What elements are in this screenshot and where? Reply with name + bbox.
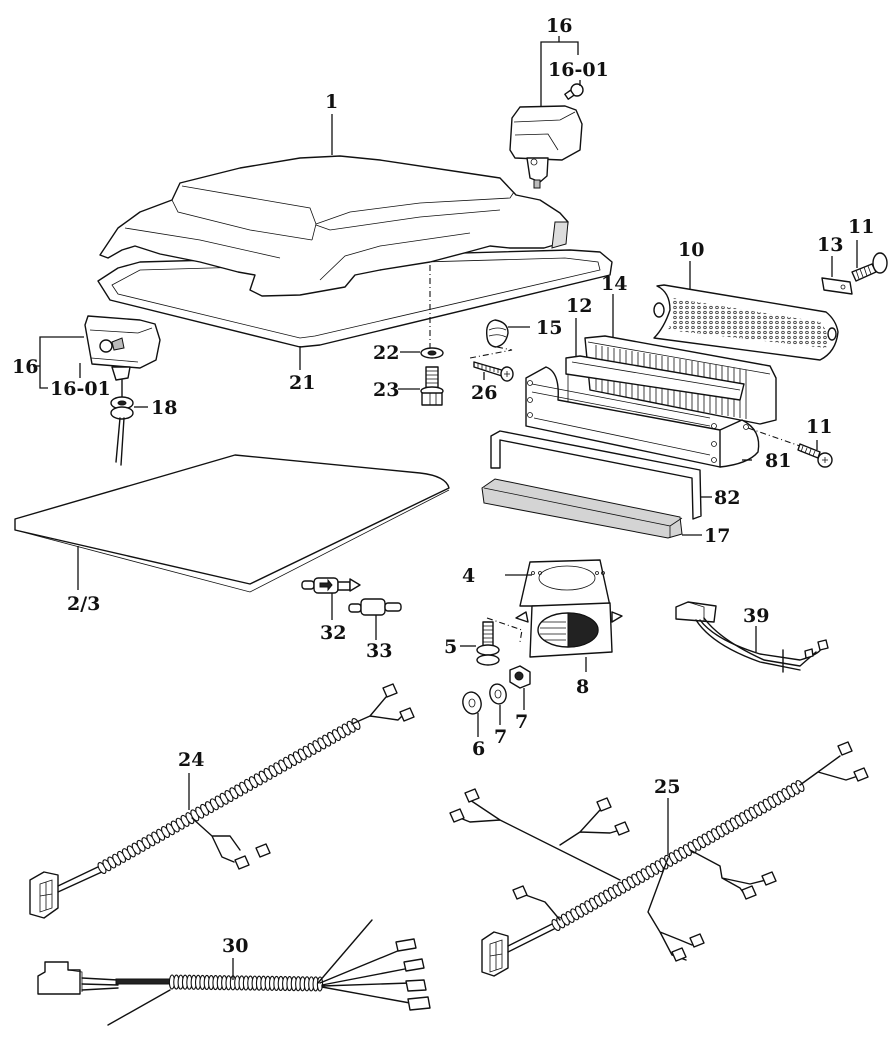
headliner-panel-17	[14, 454, 450, 593]
label-81: 82	[714, 487, 740, 509]
check-valve-32	[301, 577, 361, 594]
bolt-8	[476, 621, 500, 666]
label-33: 33	[366, 640, 392, 662]
speaker-housing-2-3	[515, 559, 623, 623]
label-13: 13	[817, 234, 843, 256]
label-21: 21	[289, 372, 315, 394]
label-17: 2/3	[67, 593, 100, 615]
clip-13	[821, 277, 853, 295]
wiring-harness-30	[37, 919, 431, 1026]
sleeve-segment	[795, 780, 805, 792]
perforated-filter-cover	[653, 284, 839, 361]
work-lamp-top	[509, 105, 583, 189]
label-39: 39	[743, 605, 769, 627]
screw-26	[473, 361, 514, 382]
screw-11-top	[851, 252, 888, 282]
label-16-01-left: 16-01	[50, 378, 111, 400]
label-25: 25	[654, 776, 680, 798]
label-30: 30	[222, 935, 248, 957]
label-7: 7	[515, 711, 528, 733]
filter-frame-12	[565, 355, 745, 404]
spring-washer-6	[489, 683, 507, 705]
connector-33	[348, 598, 402, 616]
label-8: 5	[444, 636, 457, 658]
roof-shell	[99, 155, 569, 297]
speaker-4	[529, 602, 613, 658]
bolt-23	[420, 366, 444, 406]
label-10: 10	[678, 239, 704, 261]
wiring-lead-39	[675, 601, 829, 673]
label-11-right: 11	[806, 416, 832, 438]
sleeve-segment	[316, 976, 324, 992]
label-22: 22	[373, 342, 399, 364]
flat-washer-5	[462, 691, 482, 715]
label-15: 15	[536, 317, 562, 339]
label-2-3: 4	[462, 565, 475, 587]
label-1: 1	[325, 91, 338, 113]
label-14: 14	[601, 273, 627, 295]
nut-7	[509, 665, 531, 689]
screw-11-right	[797, 443, 833, 468]
label-32: 32	[320, 622, 346, 644]
foam-strip-82	[481, 478, 683, 539]
label-16-01-top: 16-01	[548, 59, 609, 81]
lamp-bulb-top	[564, 83, 584, 100]
label-24: 24	[178, 749, 204, 771]
wiring-harness-25	[449, 741, 869, 977]
label-4: 8	[576, 676, 589, 698]
label-16-left: 16	[12, 356, 38, 378]
label-82: 17	[704, 525, 730, 547]
label-16-top: 16	[546, 15, 572, 37]
grommet	[110, 379, 134, 466]
wiring-harness-24	[29, 683, 415, 919]
cap-15	[485, 319, 509, 348]
sleeve-segment	[351, 718, 361, 730]
work-lamp-left	[84, 315, 161, 381]
label-12: 12	[566, 295, 592, 317]
label-26: 26	[471, 382, 497, 404]
label-11-top: 11	[848, 216, 874, 238]
label-23: 23	[373, 379, 399, 401]
label-9: 81	[765, 450, 791, 472]
bracket-81	[490, 430, 702, 520]
washer-22	[420, 347, 444, 359]
label-5: 6	[472, 738, 485, 760]
filter-housing-9	[525, 366, 760, 468]
label-6: 7	[494, 726, 507, 748]
label-18: 18	[151, 397, 177, 419]
